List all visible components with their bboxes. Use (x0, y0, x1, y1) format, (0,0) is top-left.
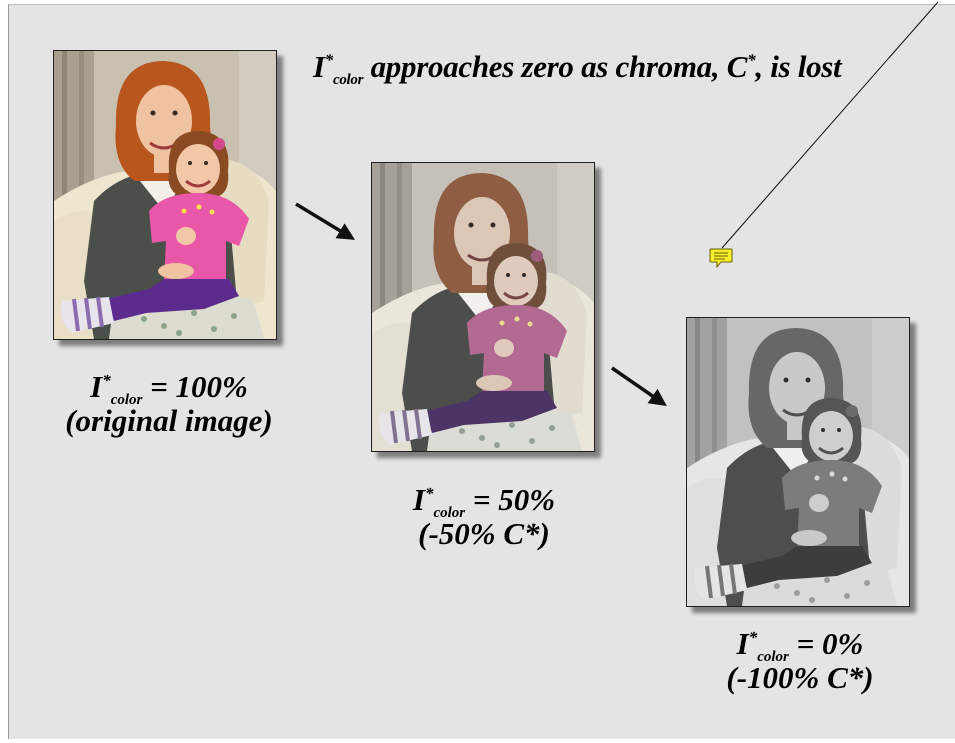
caption-half-chroma: I* color = 50% (-50% C*) (369, 483, 599, 551)
photo-half-chroma (371, 162, 595, 452)
caption-symbol: I (736, 626, 749, 661)
headline-text: approaches zero as chroma, C (363, 49, 748, 84)
caption-star: * (424, 484, 434, 503)
caption-symbol: I (90, 369, 103, 404)
photo-original (53, 50, 277, 340)
caption-subscript: color (110, 392, 143, 408)
headline-subscript: color (332, 72, 364, 89)
comment-note-icon[interactable] (709, 248, 733, 268)
photo-grayscale (686, 317, 910, 607)
caption-grayscale: I* color = 0% (-100% C*) (685, 627, 915, 695)
caption-subtitle: (original image) (65, 403, 273, 438)
caption-subtitle: (-50% C*) (418, 516, 550, 551)
headline-text2: , is lost (755, 49, 842, 84)
slide-canvas: I*color approaches zero as chroma, C*, i… (8, 4, 955, 739)
caption-value: = 50% (465, 482, 556, 517)
portrait-image (372, 163, 594, 451)
caption-value: = 100% (142, 369, 248, 404)
caption-subtitle: (-100% C*) (726, 660, 874, 695)
headline-star: * (324, 50, 334, 70)
caption-symbol: I (412, 482, 425, 517)
headline-symbol: I (313, 49, 325, 84)
slide-headline: I*color approaches zero as chroma, C*, i… (313, 49, 953, 89)
caption-original: I* color = 100% (original image) (49, 370, 289, 438)
portrait-image (687, 318, 909, 606)
caption-subscript: color (757, 649, 789, 665)
caption-subscript: color (433, 505, 466, 521)
caption-star: * (748, 628, 758, 647)
caption-value: = 0% (788, 626, 864, 661)
caption-star: * (102, 371, 111, 390)
portrait-image (54, 51, 276, 339)
